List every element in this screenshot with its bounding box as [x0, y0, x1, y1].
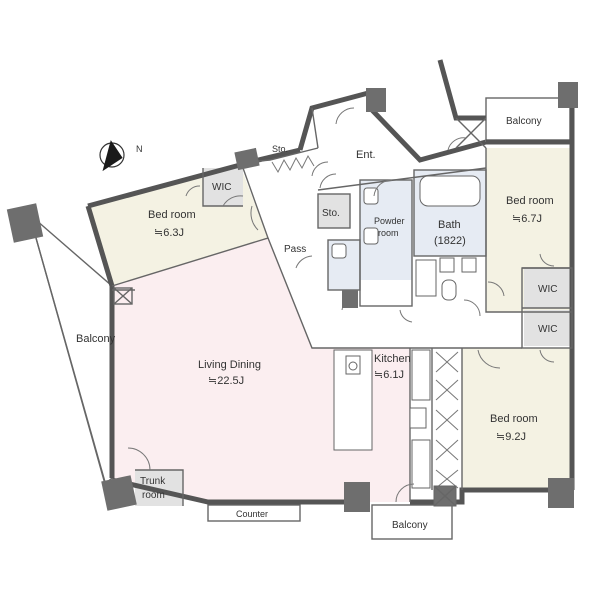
- kitchen-label: Kitchen: [374, 353, 411, 365]
- wic-east-1-label: WIC: [538, 284, 557, 295]
- balcony-south-label: Balcony: [392, 520, 428, 531]
- bath-size: (1822): [434, 235, 466, 247]
- powder-label: Powder: [374, 216, 405, 226]
- bath-label: Bath: [438, 219, 461, 231]
- counter-outline: [207, 504, 301, 522]
- living-dining-area: ≒22.5J: [208, 375, 244, 387]
- bedroom-east-area: ≒6.7J: [512, 213, 542, 225]
- exterior-wall-south: [111, 477, 362, 505]
- sto-top-label: Sto.: [272, 144, 288, 154]
- compass-label: N: [136, 144, 143, 154]
- bathtub: [419, 175, 481, 207]
- compass-north-icon: [99, 140, 125, 172]
- bedroom-se-fill: [462, 348, 572, 490]
- balcony-south-outline: [371, 504, 453, 540]
- column: [6, 203, 44, 243]
- balcony-west-outline: [35, 218, 113, 486]
- wic-east-2-fill: [524, 310, 572, 346]
- balcony-west-label: Balcony: [76, 333, 116, 345]
- bedroom-se-area: ≒9.2J: [496, 431, 526, 443]
- bedroom-east-label: Bed room: [506, 195, 554, 207]
- closet-hatching: [435, 351, 459, 489]
- entrance-label: Ent.: [356, 149, 376, 161]
- sto-small-label: Sto.: [322, 208, 340, 219]
- powder-label-2: room: [378, 228, 399, 238]
- counter-label: Counter: [236, 509, 268, 519]
- bedroom-se-label: Bed room: [490, 413, 538, 425]
- kitchen-area: ≒6.1J: [374, 369, 404, 381]
- sto-small-fill: [318, 194, 350, 228]
- wic-west-label: WIC: [212, 182, 231, 193]
- sto-top-doors: [271, 154, 315, 174]
- living-dining-label: Living Dining: [198, 359, 261, 371]
- bedroom-west-label: Bed room: [148, 209, 196, 221]
- trunk-room-label: Trunk: [140, 476, 166, 487]
- balcony-ne-label: Balcony: [506, 116, 542, 127]
- wic-east-1-fill: [524, 268, 572, 308]
- pass-label: Pass: [284, 244, 306, 255]
- wic-east-2-label: WIC: [538, 324, 557, 335]
- bedroom-west-area: ≒6.3J: [154, 227, 184, 239]
- trunk-room-label-2: room: [142, 490, 165, 501]
